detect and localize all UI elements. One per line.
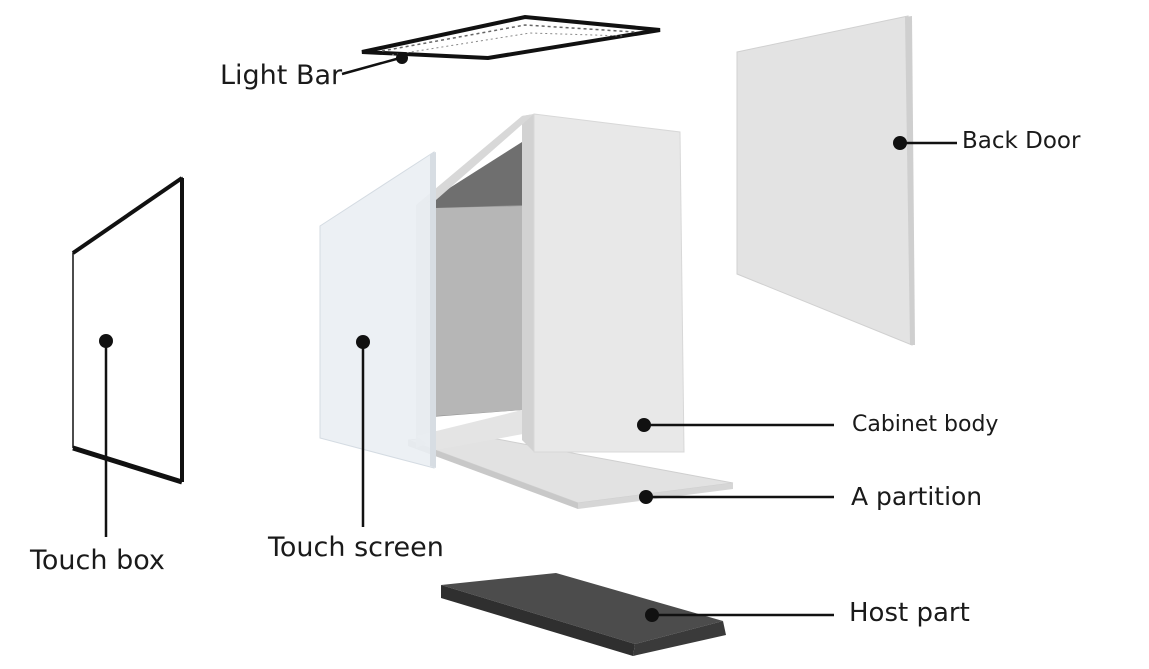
label-back-door: Back Door [962, 128, 1081, 154]
cabinet-body-part [416, 113, 685, 453]
label-partition: A partition [851, 482, 983, 511]
touch-screen-part [319, 151, 436, 469]
label-host-part: Host part [849, 598, 970, 628]
callout-host-part [645, 608, 834, 622]
callout-back-door [893, 136, 957, 150]
callout-partition [639, 490, 834, 504]
label-light-bar: Light Bar [220, 60, 343, 91]
label-touch-box: Touch box [30, 545, 165, 576]
back-door-part [736, 15, 915, 346]
touch-box-part [71, 176, 184, 485]
callout-touch-box [99, 334, 113, 537]
light-bar-part [361, 14, 661, 61]
callout-cabinet-body [637, 418, 834, 432]
callout-light-bar [341, 52, 408, 76]
callout-touch-screen [356, 335, 370, 527]
label-touch-screen: Touch screen [268, 532, 444, 563]
label-cabinet-body: Cabinet body [852, 412, 999, 437]
host-part [441, 573, 726, 656]
